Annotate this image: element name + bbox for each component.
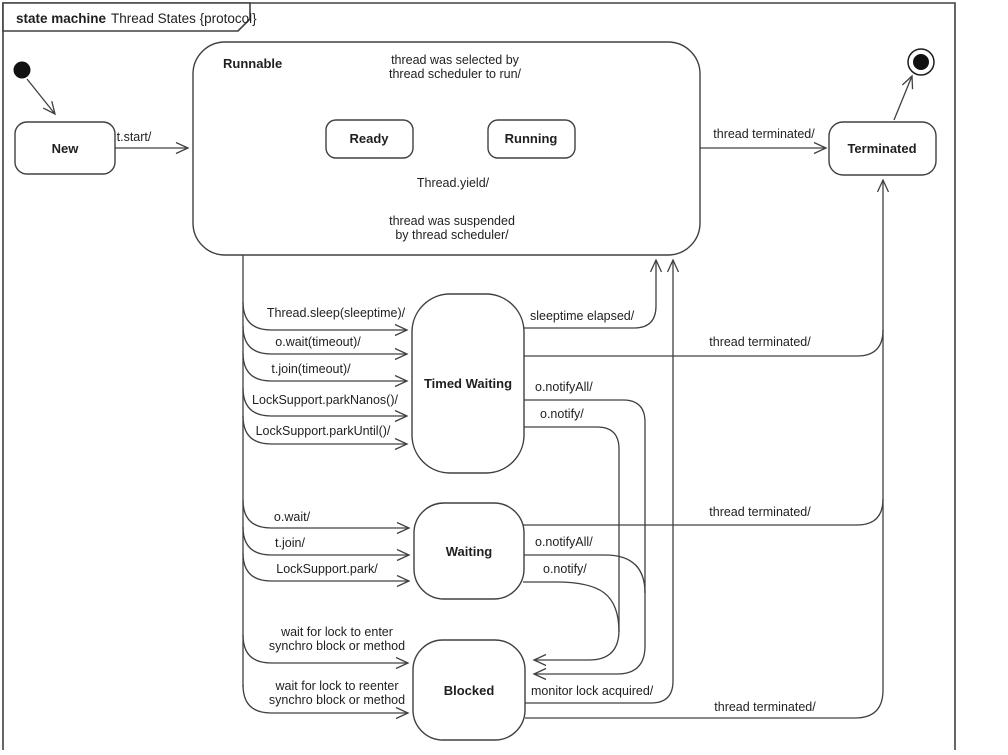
label-lock-reenter-line2: synchro block or method [269, 693, 405, 707]
transition-monitor-lock-acquired [525, 260, 673, 704]
label-terminated-from-blocked: thread terminated/ [714, 700, 816, 714]
label-notify-waiting: o.notify/ [543, 562, 587, 576]
transition-waiting-notifyall-to-blocked [523, 554, 646, 594]
transition-waiting-notify-to-blocked [523, 581, 620, 633]
label-sleep: Thread.sleep(sleeptime)/ [267, 306, 406, 320]
label-lock-reenter-line1: wait for lock to reenter [275, 679, 399, 693]
state-runnable [192, 41, 701, 256]
label-wait-timeout: o.wait(timeout)/ [275, 335, 361, 349]
transition-blocked-terminated [525, 180, 883, 719]
transition-timed-waiting-terminated [523, 329, 884, 357]
label-selected-line2: thread scheduler to run/ [389, 67, 522, 81]
label-park-nanos: LockSupport.parkNanos()/ [252, 393, 398, 407]
state-ready-label: Ready [349, 131, 389, 146]
label-terminated-from-runnable: thread terminated/ [713, 127, 815, 141]
label-notifyall-waiting: o.notifyAll/ [535, 535, 593, 549]
transition-park-nanos [242, 387, 407, 416]
transition-join-timeout [242, 352, 407, 381]
label-suspended-line2: by thread scheduler/ [395, 228, 509, 242]
state-new [14, 121, 116, 175]
state-terminated-label: Terminated [847, 141, 916, 156]
transition-lock-support-park [242, 552, 409, 581]
transition-park-until [242, 415, 407, 444]
label-lock-enter-line1: wait for lock to enter [280, 625, 393, 639]
diagram-title: state machine Thread States {protocol} [16, 11, 257, 26]
label-terminated-from-waiting: thread terminated/ [709, 505, 811, 519]
label-sleeptime-elapsed: sleeptime elapsed/ [530, 309, 635, 323]
label-park-until: LockSupport.parkUntil()/ [256, 424, 391, 438]
transition-initial-to-new [26, 78, 55, 114]
state-ready [325, 119, 414, 159]
label-monitor-lock-acquired: monitor lock acquired/ [531, 684, 654, 698]
final-state-icon [907, 48, 935, 76]
state-timed-waiting [411, 293, 525, 474]
label-notify-timed: o.notify/ [540, 407, 584, 421]
label-suspended-line1: thread was suspended [389, 214, 515, 228]
label-t-join: t.join/ [275, 536, 305, 550]
label-lock-enter-line2: synchro block or method [269, 639, 405, 653]
label-o-wait: o.wait/ [274, 510, 311, 524]
state-blocked [412, 639, 526, 741]
state-blocked-label: Blocked [444, 683, 495, 698]
label-notifyall-timed: o.notifyAll/ [535, 380, 593, 394]
title-name: Thread States {protocol} [111, 11, 257, 26]
label-terminated-from-timed-waiting: thread terminated/ [709, 335, 811, 349]
label-t-start: t.start/ [117, 130, 152, 144]
transition-sleeptime-elapsed [523, 260, 656, 329]
state-timed-waiting-label: Timed Waiting [424, 376, 512, 391]
state-terminated [828, 121, 937, 176]
transition-t-join [242, 526, 409, 555]
transition-timed-notifyall-to-blocked [523, 399, 646, 674]
diagram-frame [2, 2, 956, 750]
label-selected-line1: thread was selected by [391, 53, 520, 67]
initial-state-icon [13, 61, 31, 79]
title-keyword: state machine [16, 11, 107, 26]
label-lock-support-park: LockSupport.park/ [276, 562, 378, 576]
transition-waiting-terminated [523, 498, 884, 526]
state-new-label: New [52, 141, 80, 156]
state-waiting-label: Waiting [446, 544, 493, 559]
label-yield: Thread.yield/ [417, 176, 490, 190]
state-waiting [413, 502, 525, 600]
state-running-label: Running [505, 131, 558, 146]
transition-terminated-to-final [893, 76, 912, 121]
transition-timed-notify-to-blocked [523, 426, 620, 660]
transition-wait-timeout [242, 325, 407, 354]
label-join-timeout: t.join(timeout)/ [271, 362, 351, 376]
state-running [487, 119, 576, 159]
state-runnable-label: Runnable [223, 56, 282, 71]
transition-sleep [242, 301, 407, 330]
diagram-title-tab [2, 2, 251, 32]
transition-wait-lock-enter [242, 634, 408, 663]
transition-o-wait [242, 499, 409, 528]
transition-wait-lock-reenter [242, 684, 408, 713]
